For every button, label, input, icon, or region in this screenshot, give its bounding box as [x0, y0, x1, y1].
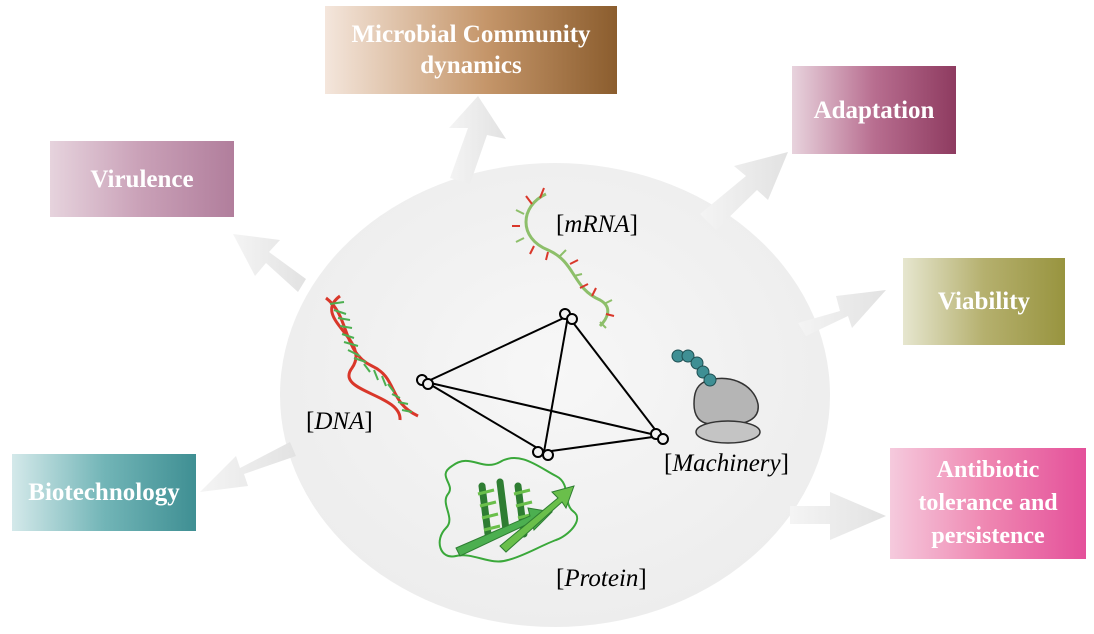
label-machinery: [Machinery] [664, 450, 789, 477]
arrow-to-adaptation [700, 152, 788, 230]
outcome-antibiotic-line3: persistence [931, 523, 1045, 549]
ribosome-icon [671, 349, 761, 444]
dna-helix-icon [325, 294, 419, 421]
outcome-microbial-community: Microbial Community dynamics [325, 6, 617, 94]
outcome-biotechnology-label: Biotechnology [28, 479, 180, 506]
outcome-virulence-label: Virulence [90, 165, 194, 193]
outcome-virulence: Virulence [50, 141, 234, 217]
node-protein [532, 446, 544, 458]
mrna-strand-icon [512, 187, 615, 329]
outcome-biotechnology: Biotechnology [12, 454, 196, 531]
label-dna: [DNA] [306, 408, 373, 435]
outcome-microbial-line1: Microbial Community [351, 21, 591, 48]
outcome-adaptation: Adaptation [792, 66, 956, 154]
outcome-viability-label: Viability [937, 288, 1031, 315]
arrow-to-viability [798, 290, 886, 336]
label-machinery-text: Machinery [672, 450, 781, 477]
label-mrna-text: mRNA [564, 211, 630, 238]
outcome-microbial-line2: dynamics [420, 52, 522, 79]
arrow-to-antibiotic [790, 492, 886, 540]
label-mrna: [mRNA] [556, 211, 638, 238]
outcome-antibiotic-tolerance: Antibiotic tolerance and persistence [890, 448, 1086, 559]
outcome-arrows [200, 96, 886, 540]
label-protein: [Protein] [556, 565, 647, 592]
network-nodes [416, 308, 669, 461]
outcome-viability: Viability [903, 258, 1065, 345]
arrow-to-biotechnology [200, 442, 296, 492]
arrow-to-microbial [449, 96, 506, 184]
outcome-antibiotic-line1: Antibiotic [936, 457, 1040, 483]
protein-fold-icon [438, 457, 579, 563]
label-protein-text: Protein [564, 565, 639, 592]
label-dna-text: DNA [314, 408, 365, 435]
outcome-antibiotic-line2: tolerance and [918, 490, 1058, 516]
interaction-network [425, 315, 661, 453]
outcome-adaptation-label: Adaptation [813, 96, 935, 124]
arrow-to-virulence [233, 234, 306, 292]
